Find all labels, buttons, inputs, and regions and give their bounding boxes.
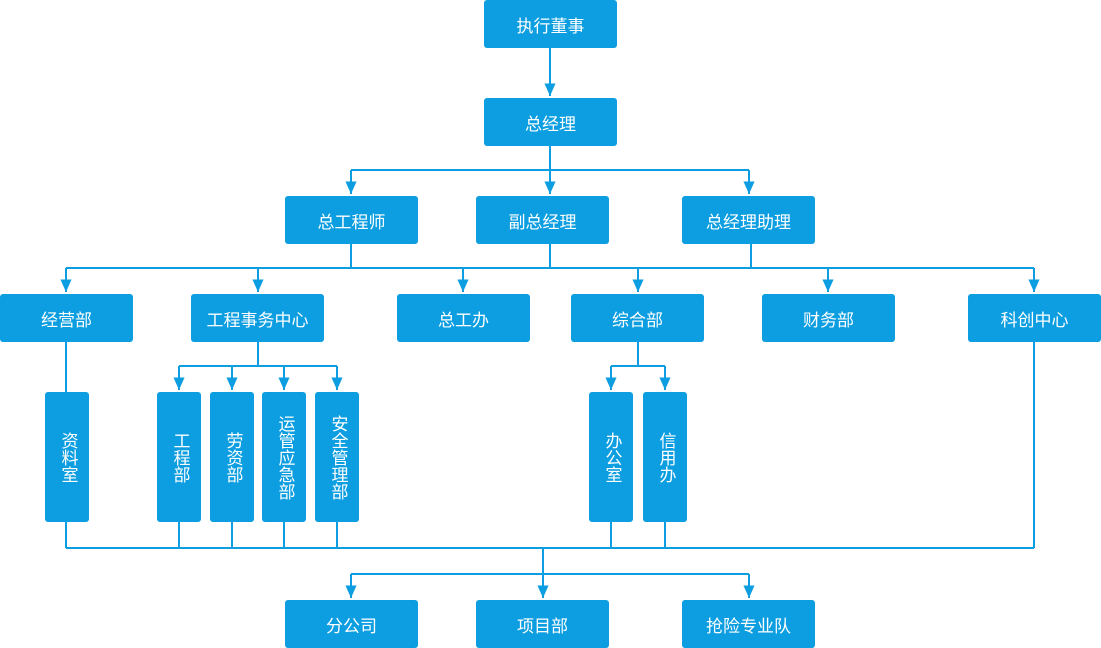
node-office: 办公室	[589, 392, 633, 522]
node-credit-office: 信用办	[643, 392, 687, 522]
node-gm-assistant: 总经理助理	[682, 196, 815, 244]
node-engineering-dept: 工程部	[157, 392, 201, 522]
node-business-dept: 经营部	[0, 294, 133, 342]
node-labor-wage-dept: 劳资部	[210, 392, 254, 522]
node-general-dept: 综合部	[571, 294, 704, 342]
node-emergency-rescue-team: 抢险专业队	[682, 600, 815, 648]
node-chief-engineer: 总工程师	[285, 196, 418, 244]
node-project-dept: 项目部	[476, 600, 609, 648]
node-operation-emergency-dept: 运管应急部	[262, 392, 306, 522]
node-finance-dept: 财务部	[762, 294, 895, 342]
node-executive-director: 执行董事	[484, 0, 617, 48]
node-safety-management-dept: 安全管理部	[315, 392, 359, 522]
node-branch-company: 分公司	[285, 600, 418, 648]
node-general-manager: 总经理	[484, 98, 617, 146]
node-chief-engineer-office: 总工办	[397, 294, 530, 342]
node-tech-innovation-center: 科创中心	[968, 294, 1101, 342]
node-archives-room: 资料室	[45, 392, 89, 522]
node-engineering-affairs-center: 工程事务中心	[191, 294, 324, 342]
node-deputy-general-manager: 副总经理	[476, 196, 609, 244]
